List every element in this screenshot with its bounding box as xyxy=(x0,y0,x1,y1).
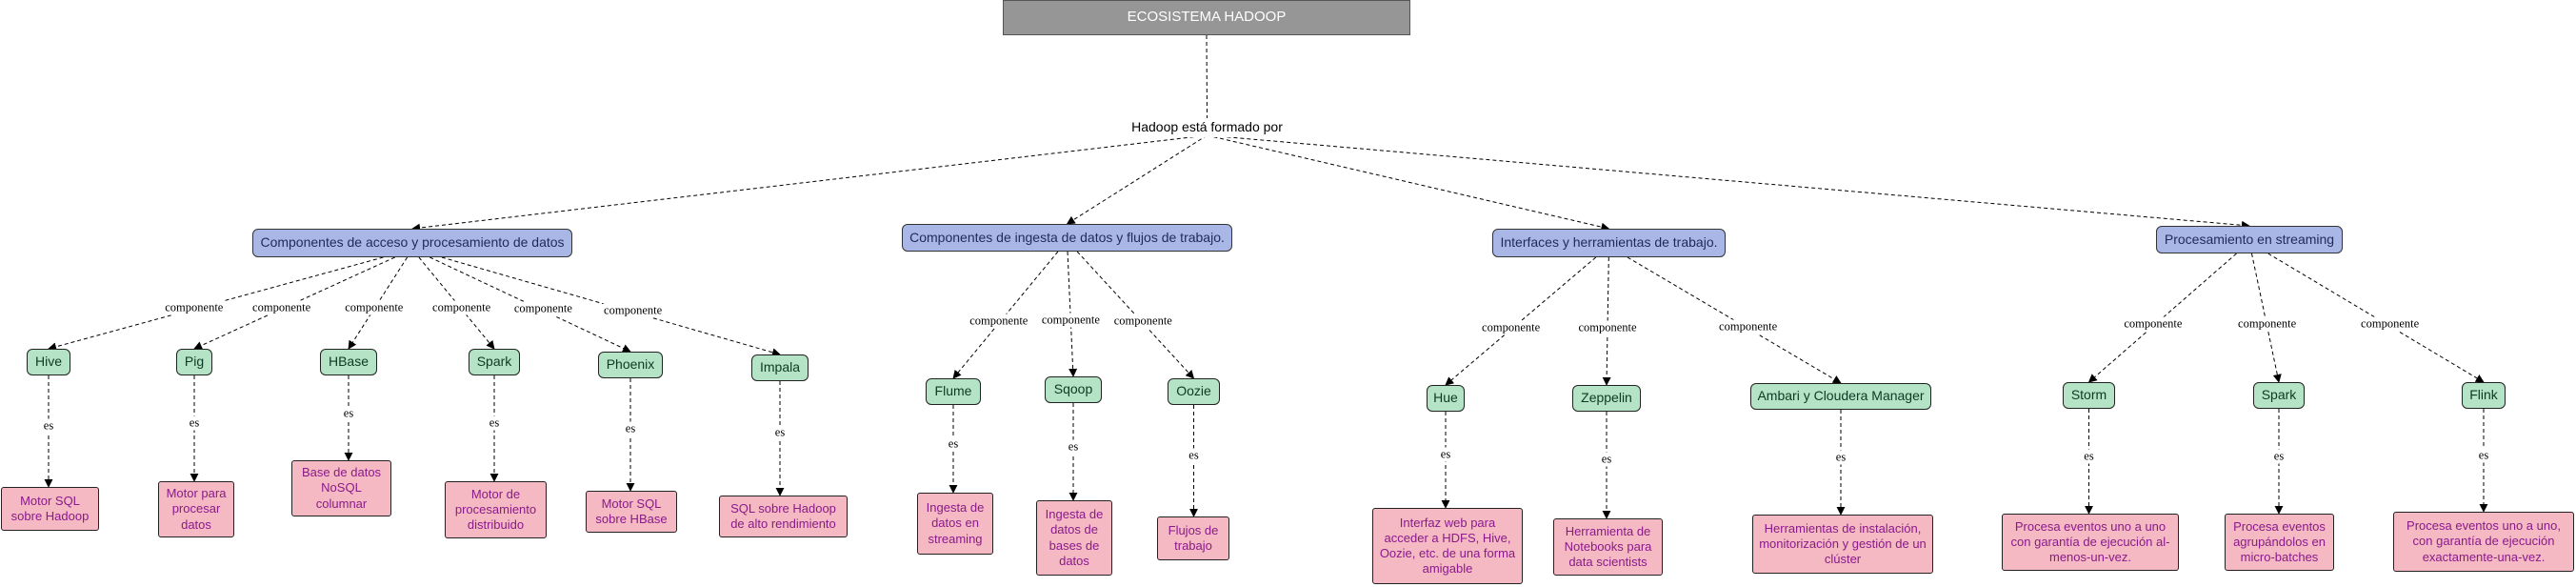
label-is-ambari: es xyxy=(1834,450,1847,464)
component-phoenix[interactable]: Phoenix xyxy=(598,352,663,378)
description-hive: Motor SQL sobre Hadoop xyxy=(1,487,99,531)
edge-flink-component xyxy=(2267,253,2485,383)
component-hue[interactable]: Hue xyxy=(1427,385,1465,412)
label-is-flink: es xyxy=(2477,448,2490,463)
label-component-flink: componente xyxy=(2360,316,2421,332)
label-component-flume: componente xyxy=(968,314,1029,329)
component-storm[interactable]: Storm xyxy=(2063,382,2115,409)
component-flume[interactable]: Flume xyxy=(926,378,981,405)
label-is-oozie: es xyxy=(1188,448,1200,463)
edge-storm-component xyxy=(2087,253,2237,383)
label-is-flume: es xyxy=(947,436,960,452)
label-component-sqoop: componente xyxy=(1040,313,1101,328)
label-component-phoenix: componente xyxy=(512,301,573,316)
component-hbase[interactable]: HBase xyxy=(320,349,377,375)
category-streaming[interactable]: Procesamiento en streaming xyxy=(2156,226,2343,253)
edge-zeppelin-component xyxy=(1602,256,1611,386)
description-hue: Interfaz web para acceder a HDFS, Hive, … xyxy=(1372,508,1523,584)
label-component-ambari: componente xyxy=(1718,319,1779,334)
description-oozie: Flujos de trabajo xyxy=(1157,516,1229,560)
label-is-storm: es xyxy=(2083,449,2095,463)
description-zeppelin: Herramienta de Notebooks para data scien… xyxy=(1553,518,1663,576)
component-spark-batch[interactable]: Spark xyxy=(469,349,520,375)
label-component-storm: componente xyxy=(2123,316,2184,332)
description-spark-streaming: Procesa eventos agrupándolos en micro-ba… xyxy=(2225,514,2334,571)
component-flink[interactable]: Flink xyxy=(2462,382,2506,409)
label-is-hue: es xyxy=(1439,447,1452,462)
category-interfaces-tools[interactable]: Interfaces y herramientas de trabajo. xyxy=(1492,229,1726,257)
label-component-hbase: componente xyxy=(344,300,405,315)
component-hive[interactable]: Hive xyxy=(27,349,70,375)
description-flume: Ingesta de datos en streaming xyxy=(917,493,993,555)
edge-hub-cat-tools xyxy=(1207,134,1610,232)
description-impala: SQL sobre Hadoop de alto rendimiento xyxy=(719,496,848,537)
edge-hub-cat-stream xyxy=(1207,134,2250,230)
edge-hub-cat-ingest xyxy=(1066,134,1208,225)
label-component-oozie: componente xyxy=(1112,314,1173,329)
description-hbase: Base de datos NoSQL columnar xyxy=(291,460,391,516)
hub-label: Hadoop está formado por xyxy=(1124,118,1290,137)
label-is-phoenix: es xyxy=(624,421,637,436)
description-ambari-cloudera: Herramientas de instalación, monitorizac… xyxy=(1752,515,1933,574)
label-is-hbase: es xyxy=(342,406,355,421)
description-spark-batch: Motor de procesamiento distribuido xyxy=(445,481,547,538)
label-is-impala: es xyxy=(773,425,787,440)
label-is-pig: es xyxy=(188,415,201,431)
component-sqoop[interactable]: Sqoop xyxy=(1045,376,1102,403)
description-sqoop: Ingesta de datos de bases de datos xyxy=(1036,500,1112,576)
label-component-pig: componente xyxy=(251,300,312,315)
label-component-spark1: componente xyxy=(431,300,492,315)
label-is-spark1: es xyxy=(488,415,501,431)
edge-phoenix-component xyxy=(429,256,631,353)
component-zeppelin[interactable]: Zeppelin xyxy=(1572,385,1641,412)
label-component-impala: componente xyxy=(603,303,664,318)
label-component-hive: componente xyxy=(164,300,225,315)
component-pig[interactable]: Pig xyxy=(176,349,212,375)
description-phoenix: Motor SQL sobre HBase xyxy=(586,491,677,533)
category-access-processing[interactable]: Componentes de acceso y procesamiento de… xyxy=(252,229,572,257)
description-flink: Procesa eventos uno a uno, con garantía … xyxy=(2393,512,2574,572)
label-component-spark2: componente xyxy=(2237,316,2298,332)
component-ambari-cloudera[interactable]: Ambari y Cloudera Manager xyxy=(1750,383,1931,410)
label-is-sqoop: es xyxy=(1067,439,1080,455)
edge-hub-cat-access xyxy=(411,134,1208,233)
edge-ambari-component xyxy=(1627,256,1842,384)
edge-spark2-component xyxy=(2250,253,2282,383)
component-impala[interactable]: Impala xyxy=(751,354,809,381)
component-spark-streaming[interactable]: Spark xyxy=(2253,382,2305,409)
description-storm: Procesa eventos uno a uno con garantía d… xyxy=(2002,514,2179,571)
description-pig: Motor para procesar datos xyxy=(158,481,234,537)
edge-title-hub xyxy=(1206,34,1208,119)
label-is-spark2: es xyxy=(2272,449,2286,463)
label-is-hive: es xyxy=(42,418,55,434)
component-oozie[interactable]: Oozie xyxy=(1168,378,1220,405)
category-ingest-workflows[interactable]: Componentes de ingesta de datos y flujos… xyxy=(902,224,1232,252)
label-component-zeppelin: componente xyxy=(1577,320,1638,335)
label-component-hue: componente xyxy=(1481,320,1542,335)
label-is-zeppelin: es xyxy=(1600,452,1613,467)
edge-oozie-component xyxy=(1076,251,1195,379)
diagram-title[interactable]: ECOSISTEMA HADOOP xyxy=(1003,0,1410,35)
